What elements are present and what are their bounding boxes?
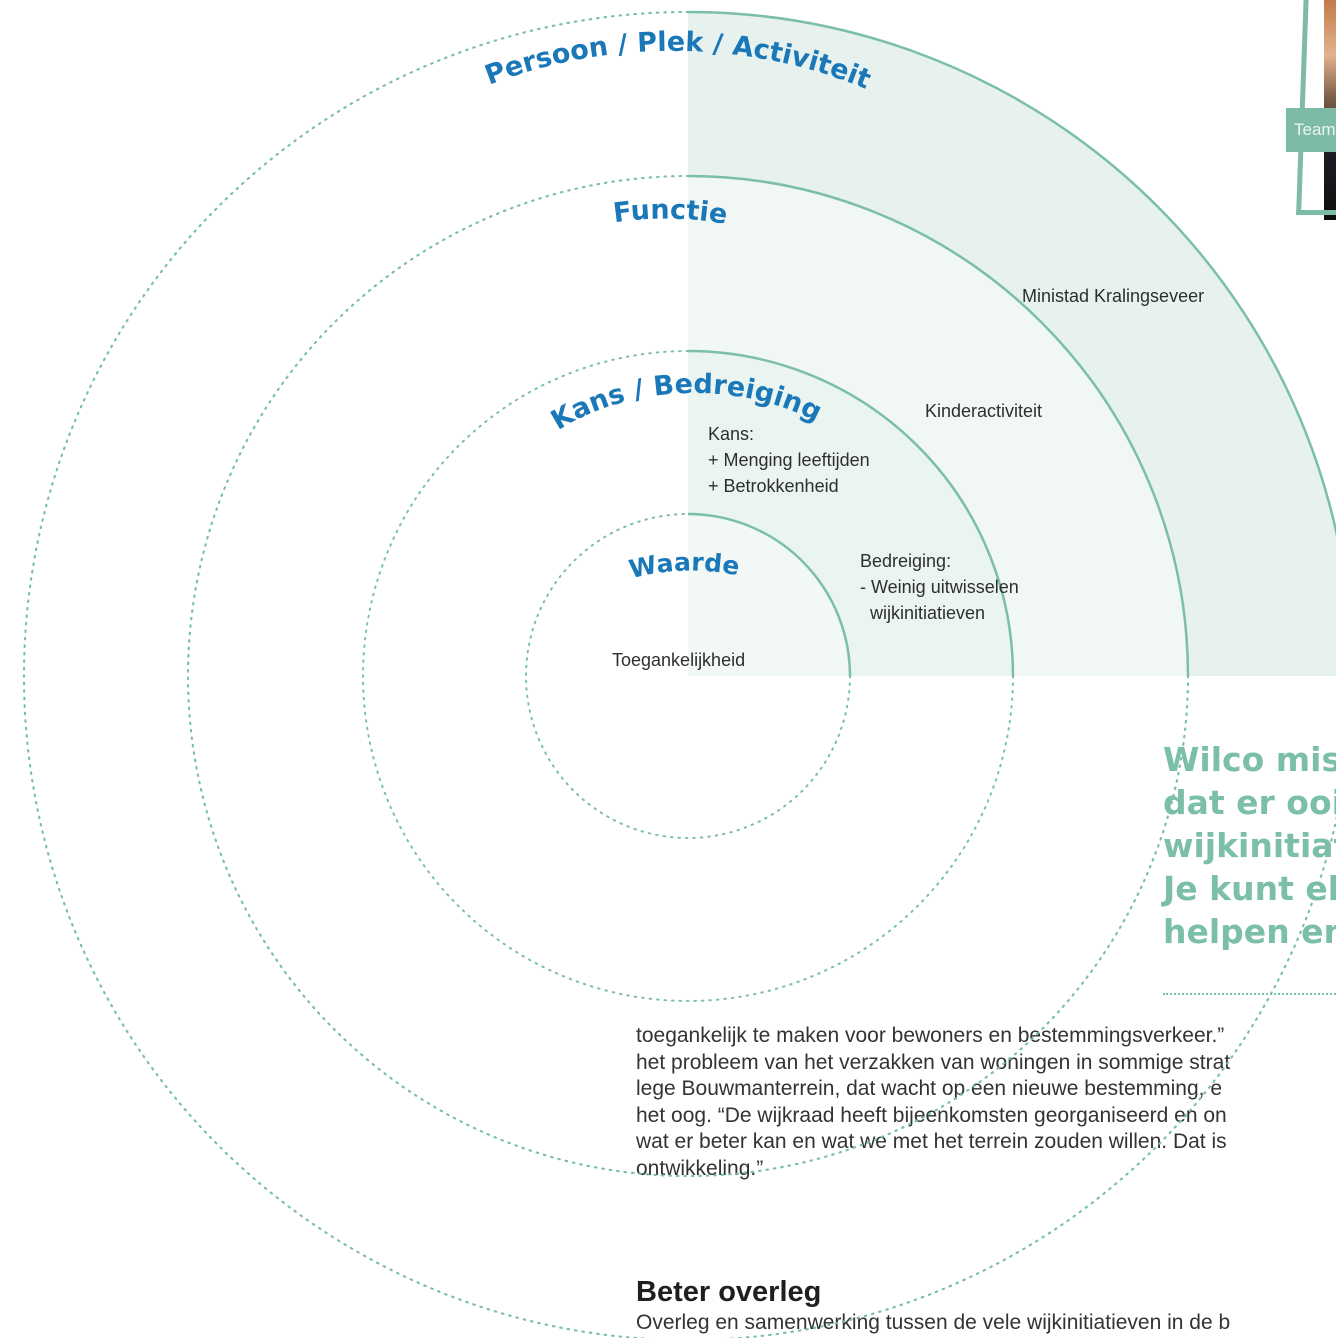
article-line: toegankelijk te maken voor bewoners en b…: [636, 1024, 1225, 1047]
note-bedreiging-line: Bedreiging:: [860, 551, 951, 571]
pull-quote: Wilco mist dat er ooit wijkinitiat Je ku…: [1163, 738, 1336, 953]
note-bedreiging-line: wijkinitiatieven: [860, 603, 985, 623]
note-kinderactiviteit: Kinderactiviteit: [925, 401, 1042, 421]
quote-line: helpen en: [1163, 912, 1336, 951]
article-line: lege Bouwmanterrein, dat wacht op een ni…: [636, 1077, 1223, 1100]
quote-divider: [1163, 993, 1336, 995]
article-line: wat er beter kan en wat we met het terre…: [636, 1130, 1227, 1153]
article-paragraph: toegankelijk te maken voor bewoners en b…: [636, 1023, 1336, 1182]
article-line: het oog. “De wijkraad heeft bijeenkomste…: [636, 1103, 1227, 1127]
quote-line: dat er ooit: [1163, 783, 1336, 822]
section-heading: Beter overleg: [636, 1276, 822, 1308]
article-line: het probleem van het verzakken van wonin…: [636, 1050, 1231, 1074]
quote-line: Wilco mist: [1163, 740, 1336, 779]
note-toegankelijkheid: Toegankelijkheid: [612, 650, 745, 670]
photo-caption: Team: [1286, 108, 1336, 152]
ring-label-functie: Functie: [611, 194, 729, 230]
article-line: ontwikkeling.”: [636, 1156, 764, 1180]
note-bedreiging-line: - Weinig uitwisselen: [860, 577, 1019, 597]
note-ministad: Ministad Kralingseveer: [1022, 286, 1204, 306]
quote-line: wijkinitiat: [1163, 826, 1336, 865]
note-kans-line: Kans:: [708, 424, 754, 444]
note-kans-line: + Menging leeftijden: [708, 450, 870, 470]
article-paragraph-2: Overleg en samenwerking tussen de vele w…: [636, 1311, 1231, 1334]
note-kans-line: + Betrokkenheid: [708, 476, 839, 496]
quote-line: Je kunt el: [1163, 869, 1336, 908]
